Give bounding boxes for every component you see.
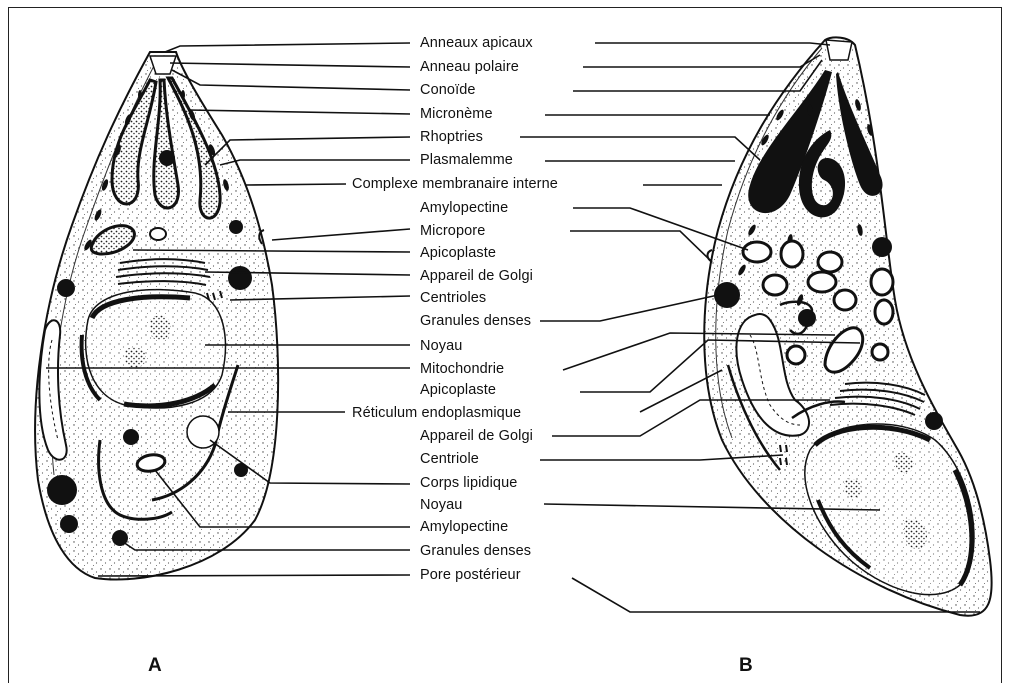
label-apicoplaste-b: Apicoplaste bbox=[420, 382, 496, 398]
label-corps-lipidique: Corps lipidique bbox=[420, 475, 517, 491]
label-rhoptries: Rhoptries bbox=[420, 129, 483, 145]
label-conoide: Conoïde bbox=[420, 82, 476, 98]
label-amylopectine-top: Amylopectine bbox=[420, 200, 508, 216]
label-amylopectine-bottom: Amylopectine bbox=[420, 519, 508, 535]
label-anneau-polaire: Anneau polaire bbox=[420, 59, 519, 75]
label-noyau-a: Noyau bbox=[420, 338, 462, 354]
panel-label-a: A bbox=[148, 655, 162, 677]
cell-a bbox=[35, 52, 278, 580]
label-granules-denses-bottom: Granules denses bbox=[420, 543, 531, 559]
label-centriole: Centriole bbox=[420, 451, 479, 467]
label-apicoplaste-a: Apicoplaste bbox=[420, 245, 496, 261]
label-micropore: Micropore bbox=[420, 223, 485, 239]
label-microneme: Micronème bbox=[420, 106, 493, 122]
label-pore-posterieur: Pore postérieur bbox=[420, 567, 521, 583]
label-anneaux-apicaux: Anneaux apicaux bbox=[420, 35, 533, 51]
label-centrioles: Centrioles bbox=[420, 290, 486, 306]
cell-b bbox=[704, 37, 991, 615]
label-appareil-de-golgi-a: Appareil de Golgi bbox=[420, 268, 533, 284]
label-granules-denses-top: Granules denses bbox=[420, 313, 531, 329]
label-plasmalemme: Plasmalemme bbox=[420, 152, 513, 168]
label-reticulum-endoplasmique: Réticulum endoplasmique bbox=[352, 405, 521, 421]
label-mitochondrie: Mitochondrie bbox=[420, 361, 504, 377]
label-noyau-b: Noyau bbox=[420, 497, 462, 513]
label-complexe-membranaire-interne: Complexe membranaire interne bbox=[352, 176, 558, 192]
label-appareil-de-golgi-b: Appareil de Golgi bbox=[420, 428, 533, 444]
panel-label-b: B bbox=[739, 655, 753, 677]
